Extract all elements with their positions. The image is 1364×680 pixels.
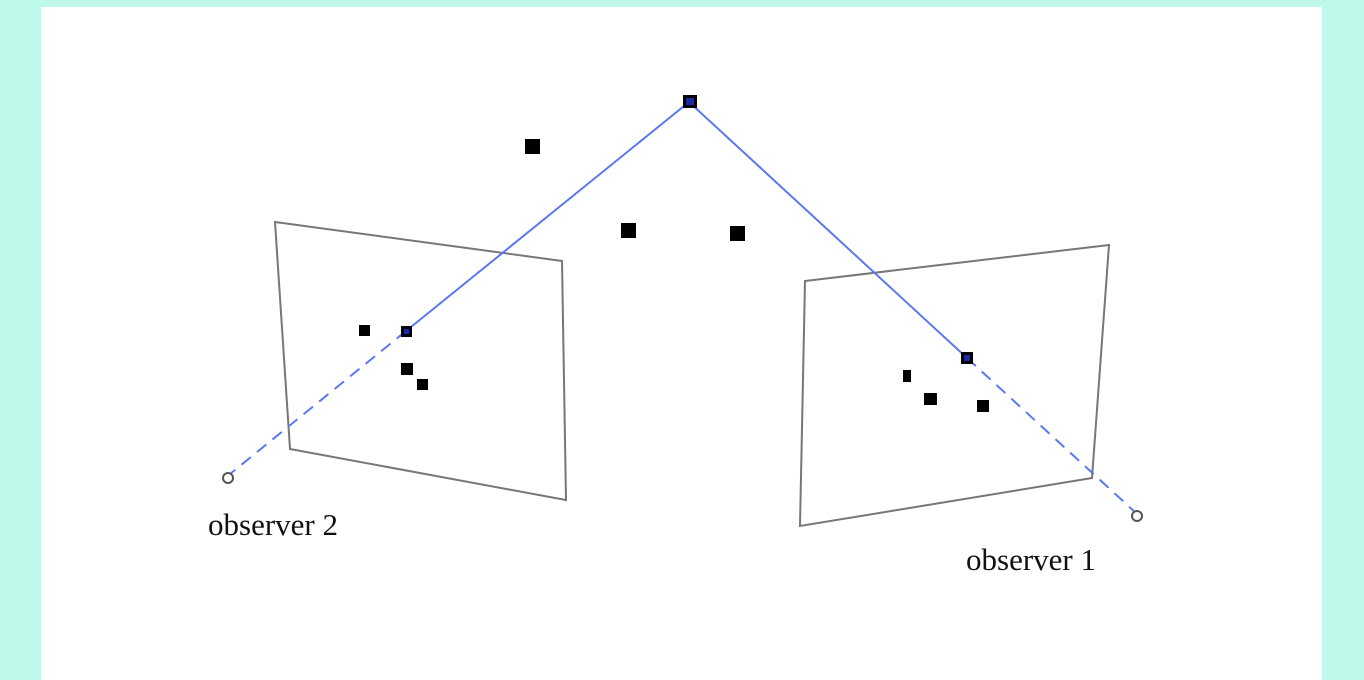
projected-point-obs2-b-inner <box>404 329 409 334</box>
scene-point-right <box>730 226 745 241</box>
projected-point-obs1-a <box>903 370 911 382</box>
observer-1-marker <box>1131 510 1143 522</box>
diagram-panel <box>41 7 1322 680</box>
observer-2-marker <box>222 472 234 484</box>
scene-point-center <box>621 223 636 238</box>
projected-point-obs1-d <box>977 400 989 412</box>
sight-line-observer-1-solid <box>688 101 968 359</box>
observer-2-label: observer 2 <box>208 507 338 542</box>
projected-point-obs1-b-inner <box>964 355 970 361</box>
image-plane-observer-1 <box>798 243 1111 528</box>
projected-point-obs1-c <box>924 393 937 405</box>
sight-line-observer-1-dashed <box>966 357 1137 514</box>
projected-point-obs2-c <box>401 363 413 375</box>
scene-point-left <box>525 139 540 154</box>
image-plane-observer-2 <box>273 220 568 502</box>
projected-point-obs2-d <box>417 379 428 390</box>
scene-point-top-inner <box>686 98 694 105</box>
observer-1-label: observer 1 <box>966 542 1096 577</box>
projected-point-obs2-a <box>359 325 370 336</box>
sight-line-observer-2-solid <box>405 101 690 332</box>
sight-line-observer-2-dashed <box>229 330 407 475</box>
